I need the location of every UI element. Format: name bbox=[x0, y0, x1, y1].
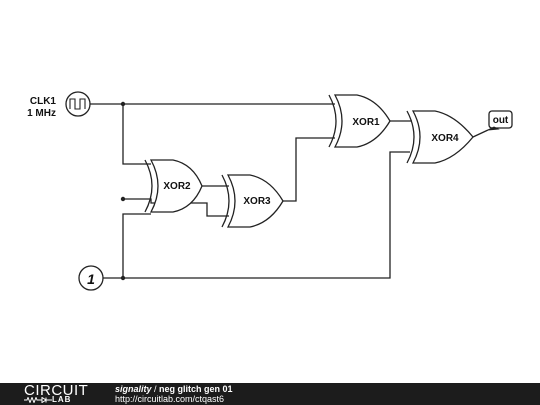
xor-body bbox=[333, 94, 391, 148]
logo-text-top: CIRCUIT bbox=[24, 382, 89, 399]
xor-body bbox=[226, 174, 284, 228]
wire-const-to-xor2 bbox=[122, 213, 151, 278]
xor-back-curve bbox=[406, 110, 415, 164]
output-label: out bbox=[493, 115, 509, 126]
resistor-diode-icon bbox=[24, 397, 52, 403]
logo-text-bottom: LAB bbox=[52, 395, 72, 404]
constant-source[interactable]: 1 bbox=[78, 265, 104, 291]
gate-xor1[interactable]: XOR1 bbox=[328, 94, 391, 148]
constant-symbol bbox=[78, 265, 104, 291]
constant-value: 1 bbox=[87, 271, 95, 287]
xor-back-curve bbox=[221, 174, 230, 228]
footer-user[interactable]: signality bbox=[115, 384, 152, 394]
junction-dot bbox=[120, 196, 126, 202]
gate-label: XOR2 bbox=[163, 181, 191, 192]
circuitlab-logo[interactable]: CIRCUIT LAB bbox=[24, 382, 104, 404]
xor-back-curve bbox=[144, 159, 153, 213]
gate-xor2[interactable]: XOR2 bbox=[144, 159, 203, 213]
clock-name: CLK1 bbox=[30, 96, 57, 107]
footer-separator: / bbox=[151, 384, 160, 394]
gate-label: XOR3 bbox=[243, 196, 271, 207]
output-arrow-icon bbox=[487, 126, 500, 131]
wire-xor4-to-out bbox=[472, 129, 489, 138]
footer-bar: CIRCUIT LAB signality / neg glitch gen 0… bbox=[0, 382, 540, 405]
footer-url[interactable]: http://circuitlab.com/ctqast6 bbox=[115, 394, 225, 404]
footer-info: signality / neg glitch gen 01 http://cir… bbox=[115, 384, 233, 404]
output-box bbox=[488, 110, 513, 129]
clock-source[interactable]: CLK1 1 MHz bbox=[27, 91, 91, 119]
output-terminal[interactable]: out bbox=[487, 110, 513, 131]
wire-const-to-xor4 bbox=[103, 151, 410, 279]
gate-label: XOR4 bbox=[431, 133, 459, 144]
gate-label: XOR1 bbox=[352, 117, 380, 128]
wire-xor3-to-xor1 bbox=[283, 137, 335, 202]
footer-circuit-title[interactable]: neg glitch gen 01 bbox=[159, 384, 233, 394]
gate-xor3[interactable]: XOR3 bbox=[221, 174, 284, 228]
junction-dot bbox=[120, 275, 126, 281]
junction-dot bbox=[120, 101, 126, 107]
clock-frequency: 1 MHz bbox=[27, 108, 56, 119]
xor-body bbox=[411, 110, 474, 164]
footer-title-line: signality / neg glitch gen 01 bbox=[115, 384, 233, 394]
gate-xor4[interactable]: XOR4 bbox=[406, 110, 474, 164]
clock-symbol bbox=[65, 91, 91, 117]
xor-back-curve bbox=[328, 94, 337, 148]
wire-clk-to-xor2 bbox=[122, 104, 151, 165]
schematic-canvas: CLK1 1 MHz 1 XOR2 XOR3 XOR1 XOR4 out bbox=[27, 91, 513, 291]
xor-body bbox=[149, 159, 203, 213]
square-wave-icon bbox=[69, 98, 86, 110]
